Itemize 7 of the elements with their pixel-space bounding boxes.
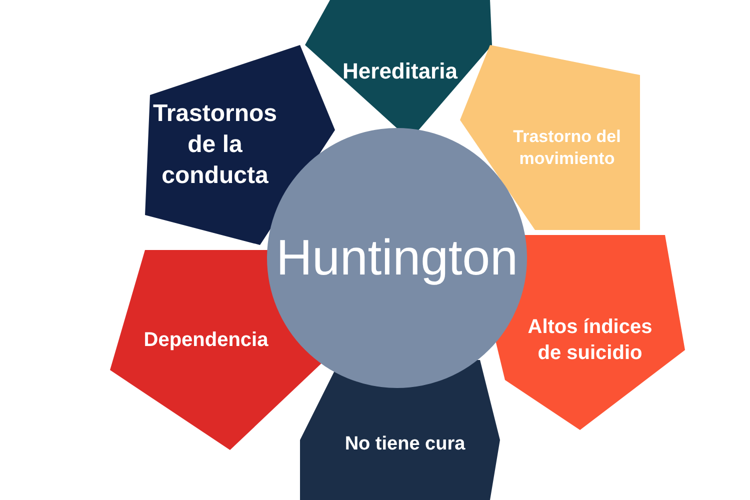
center-title: Huntington: [275, 228, 519, 288]
category-label: Dependencia: [142, 328, 270, 353]
category-label: Trastornos de la conducta: [152, 99, 278, 192]
category-label: Hereditaria: [342, 58, 459, 86]
category-label: Trastorno del movimiento: [512, 126, 622, 170]
category-label: Altos índices de suicidio: [526, 315, 654, 366]
category-label: No tiene cura: [344, 432, 466, 457]
